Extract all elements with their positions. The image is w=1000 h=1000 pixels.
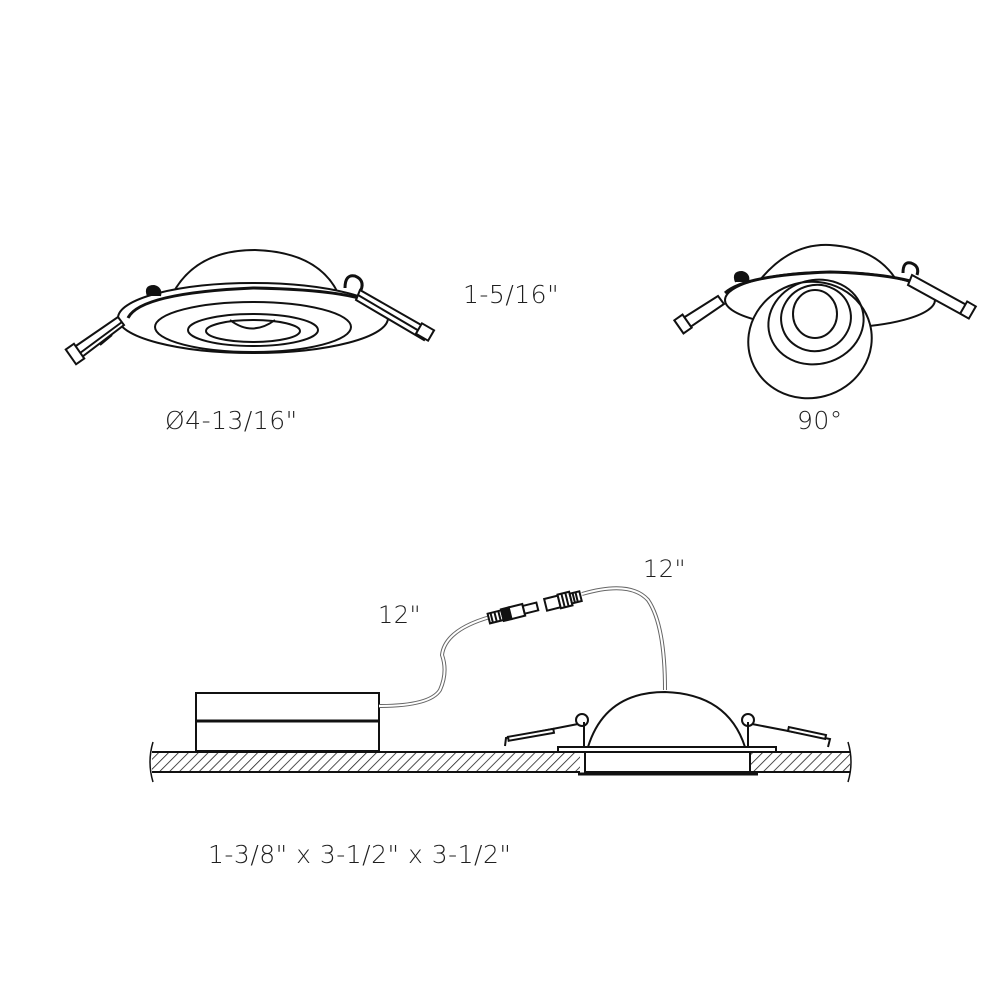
installed-fixture	[504, 690, 832, 776]
gimbal-ring-outer	[767, 278, 865, 366]
driver-box	[195, 692, 380, 752]
connector-male	[486, 601, 540, 625]
connector-female	[542, 590, 583, 612]
right-spring-clip	[901, 261, 978, 320]
ceiling-left	[152, 752, 580, 772]
gimbal-ring	[187, 313, 319, 347]
fixture-cable-length-label: 12"	[643, 555, 687, 583]
gimbal-ring-inner	[780, 283, 852, 353]
right-spring-clip	[343, 274, 436, 343]
fixture-body	[584, 751, 751, 773]
tilt-angle-label: 90°	[797, 406, 843, 435]
driver-cable-length-label: 12"	[378, 601, 422, 629]
driver-cable	[378, 615, 491, 708]
left-spring-clip	[672, 270, 750, 335]
height-dimension-label: 1-5/16"	[463, 280, 560, 309]
driver-dimensions-label: 1-3/8" x 3-1/2" x 3-1/2"	[208, 840, 512, 869]
ceiling-right	[750, 752, 850, 772]
diameter-dimension-label: Ø4-13/16"	[165, 406, 298, 435]
lens	[205, 319, 301, 343]
tilt-view-fixture	[672, 243, 978, 400]
dome-housing	[759, 243, 896, 281]
left-spring-clip	[64, 284, 162, 366]
dome-housing	[587, 690, 746, 748]
lens	[792, 289, 838, 339]
front-view-fixture	[64, 248, 436, 366]
installation-view	[149, 586, 852, 783]
trim-ring	[154, 301, 352, 353]
gimbal-body	[747, 280, 873, 400]
fixture-cable	[581, 586, 667, 691]
